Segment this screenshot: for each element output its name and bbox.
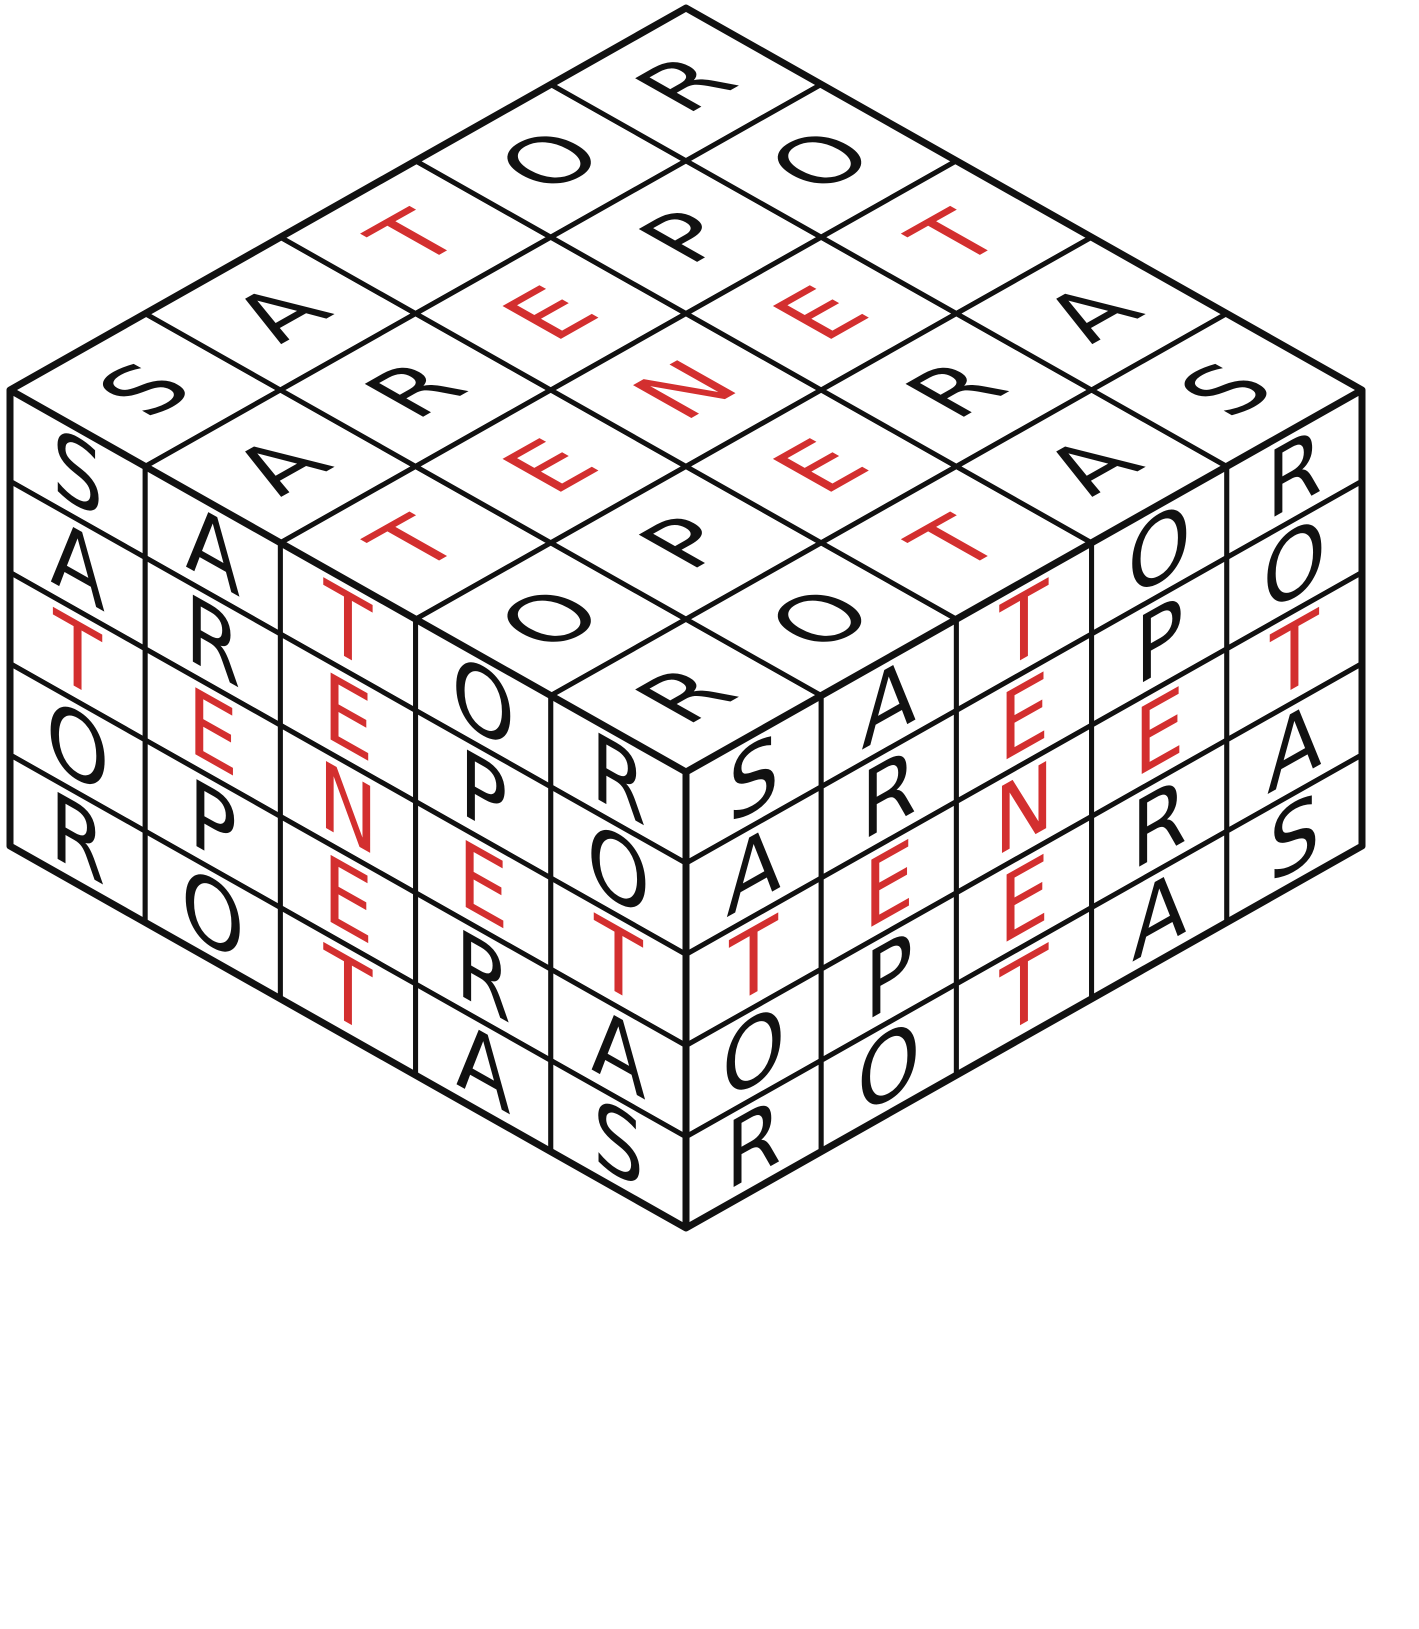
cube-outline [6, 4, 1366, 1232]
right-face [683, 387, 1365, 1231]
cube-cells [7, 5, 1365, 1231]
